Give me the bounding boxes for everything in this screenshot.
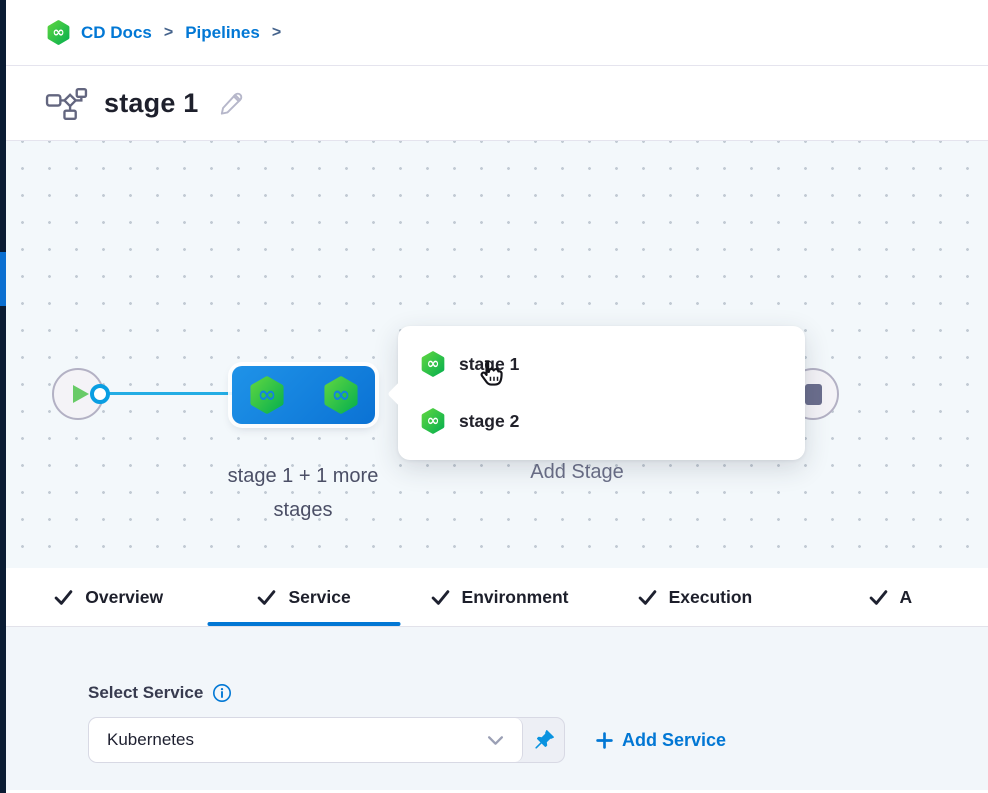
add-service-label: Add Service (622, 729, 727, 750)
service-select-group: Kubernetes (88, 717, 565, 763)
tab-label: Service (288, 586, 351, 607)
tab-service[interactable]: Service (206, 568, 401, 626)
edit-title-button[interactable] (218, 90, 245, 117)
left-nav-rail (0, 0, 6, 793)
active-tab-underline (207, 622, 401, 626)
add-stage-label[interactable]: Add Stage (530, 461, 624, 483)
stage-menu-item-1[interactable]: stage 1 (420, 343, 805, 385)
pipeline-connector-line (100, 392, 236, 395)
title-bar: stage 1 (0, 66, 988, 141)
stage-hexagon-icon (248, 376, 286, 414)
stage-hexagon-icon (322, 376, 360, 414)
harness-logo-icon (46, 20, 71, 45)
connector-port[interactable] (90, 384, 110, 404)
play-icon (73, 385, 89, 403)
tab-label: Environment (461, 586, 569, 607)
info-icon[interactable] (212, 683, 232, 703)
pipeline-canvas[interactable]: stage 1 + 1 more stages Add Stage stage … (0, 141, 988, 568)
pin-service-button[interactable] (523, 718, 564, 762)
page-title: stage 1 (104, 87, 199, 118)
check-icon (54, 589, 73, 606)
stage-selector-popup: stage 1 stage 2 (398, 326, 805, 460)
stage-menu-item-label: stage 2 (459, 410, 520, 431)
stage-menu-item-2[interactable]: stage 2 (420, 400, 805, 442)
breadcrumb-separator-icon: > (271, 23, 282, 41)
pushpin-icon (534, 730, 554, 749)
breadcrumb-separator-icon: > (163, 23, 174, 41)
service-panel: Select Service Kubernetes Add Service (0, 627, 988, 790)
tab-execution[interactable]: Execution (597, 568, 792, 626)
breadcrumb: CD Docs > Pipelines > (0, 0, 988, 66)
tab-partial[interactable]: A (793, 568, 988, 626)
stage-group-label: stage 1 + 1 more stages (227, 465, 379, 521)
breadcrumb-link-pipelines[interactable]: Pipelines (185, 22, 260, 42)
service-select[interactable]: Kubernetes (89, 718, 523, 762)
check-icon (431, 589, 450, 606)
tab-label: Overview (85, 586, 164, 607)
service-select-value: Kubernetes (107, 730, 194, 749)
stage-menu-item-label: stage 1 (459, 353, 520, 374)
pipeline-flowchart-icon (45, 86, 88, 121)
stage-hexagon-icon (420, 408, 446, 434)
stop-icon (805, 384, 822, 405)
check-icon (638, 589, 657, 606)
plus-icon (596, 731, 613, 749)
check-icon (869, 589, 888, 606)
check-icon (257, 589, 276, 606)
nav-active-indicator (0, 252, 6, 306)
breadcrumb-link-cd-docs[interactable]: CD Docs (81, 22, 152, 42)
stage-group-node[interactable] (232, 366, 375, 424)
tab-overview[interactable]: Overview (11, 568, 206, 626)
select-service-label: Select Service (88, 683, 204, 702)
chevron-down-icon (487, 735, 504, 745)
tab-label: Execution (668, 586, 753, 607)
stage-config-tabs: Overview Service Environment Execution A (0, 568, 988, 627)
pencil-icon (221, 92, 243, 115)
tab-label: A (899, 586, 913, 607)
tab-environment[interactable]: Environment (402, 568, 597, 626)
add-service-button[interactable]: Add Service (596, 717, 726, 763)
stage-hexagon-icon (420, 351, 446, 377)
